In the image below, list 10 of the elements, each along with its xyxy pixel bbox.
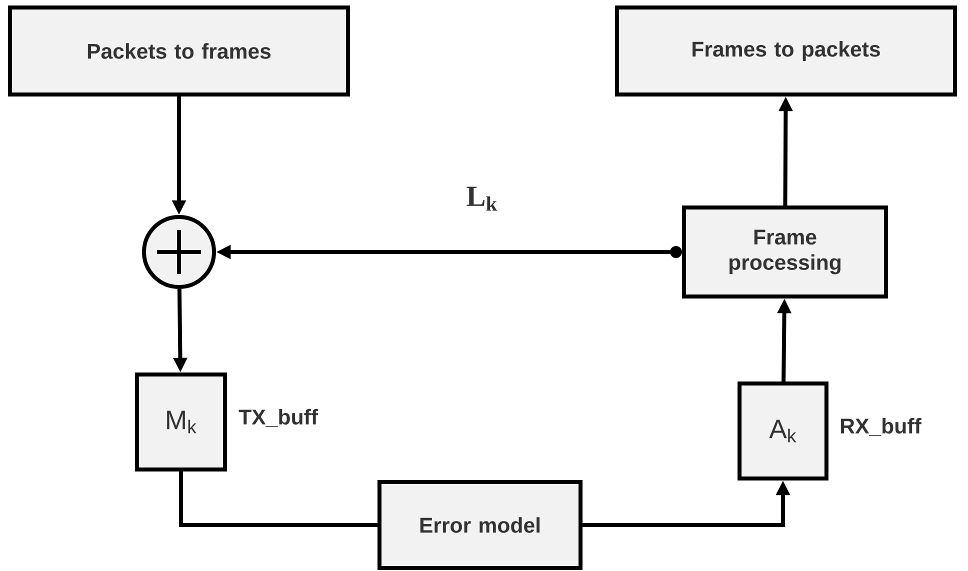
process-box: Frame processing xyxy=(682,205,888,299)
process-box: Error model xyxy=(377,480,583,570)
buffer-label: RX_buff xyxy=(841,418,922,436)
process-box: M$_{k}$ xyxy=(135,372,227,472)
edge-label: L$_{k}$ xyxy=(466,186,498,211)
process-box: Packets to frames xyxy=(8,6,350,96)
process-box: Frames to packets xyxy=(615,6,957,96)
adder-circle xyxy=(142,215,216,289)
process-box: A$_{k}$ xyxy=(738,382,828,480)
buffer-label: TX_buff xyxy=(238,408,318,428)
